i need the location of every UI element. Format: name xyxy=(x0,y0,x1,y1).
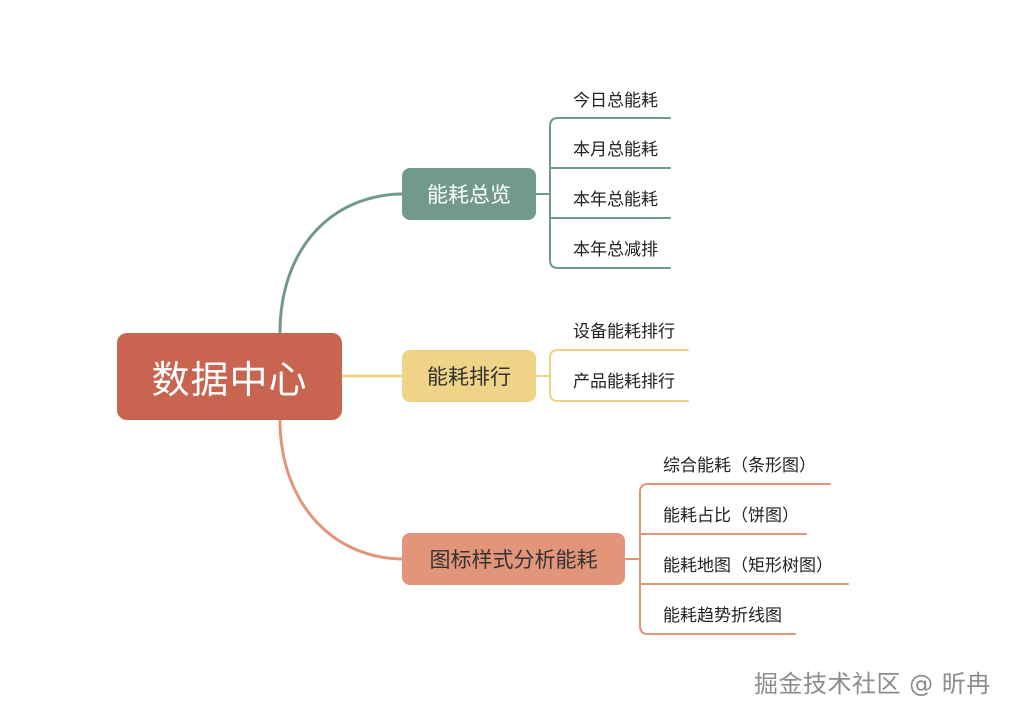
leaf-month-total: 本月总能耗 xyxy=(573,139,658,160)
leaf-pie-chart: 能耗占比（饼图） xyxy=(663,505,799,526)
leaf-year-total: 本年总能耗 xyxy=(573,189,658,210)
branch-node-chart-analysis: 图标样式分析能耗 xyxy=(402,533,625,585)
connector-root-to-overview xyxy=(278,192,404,335)
watermark: 掘金技术社区 @ 昕冉 xyxy=(754,670,991,698)
root-node: 数据中心 xyxy=(117,333,342,420)
connector-ranking-bracket xyxy=(549,349,689,402)
branch-node-energy-ranking: 能耗排行 xyxy=(402,350,536,402)
leaf-today-total: 今日总能耗 xyxy=(573,90,658,111)
connector-root-to-chart-analysis xyxy=(278,418,404,561)
connector-chart-analysis-bracket xyxy=(639,483,831,635)
leaf-product-ranking: 产品能耗排行 xyxy=(573,371,675,392)
leaf-treemap: 能耗地图（矩形树图） xyxy=(663,555,833,576)
branch-node-energy-overview: 能耗总览 xyxy=(402,168,536,220)
leaf-device-ranking: 设备能耗排行 xyxy=(573,321,675,342)
leaf-line-chart: 能耗趋势折线图 xyxy=(663,605,782,626)
leaf-year-reduction: 本年总减排 xyxy=(573,239,658,260)
connector-overview-bracket xyxy=(549,117,671,269)
leaf-bar-chart: 综合能耗（条形图） xyxy=(663,455,816,476)
